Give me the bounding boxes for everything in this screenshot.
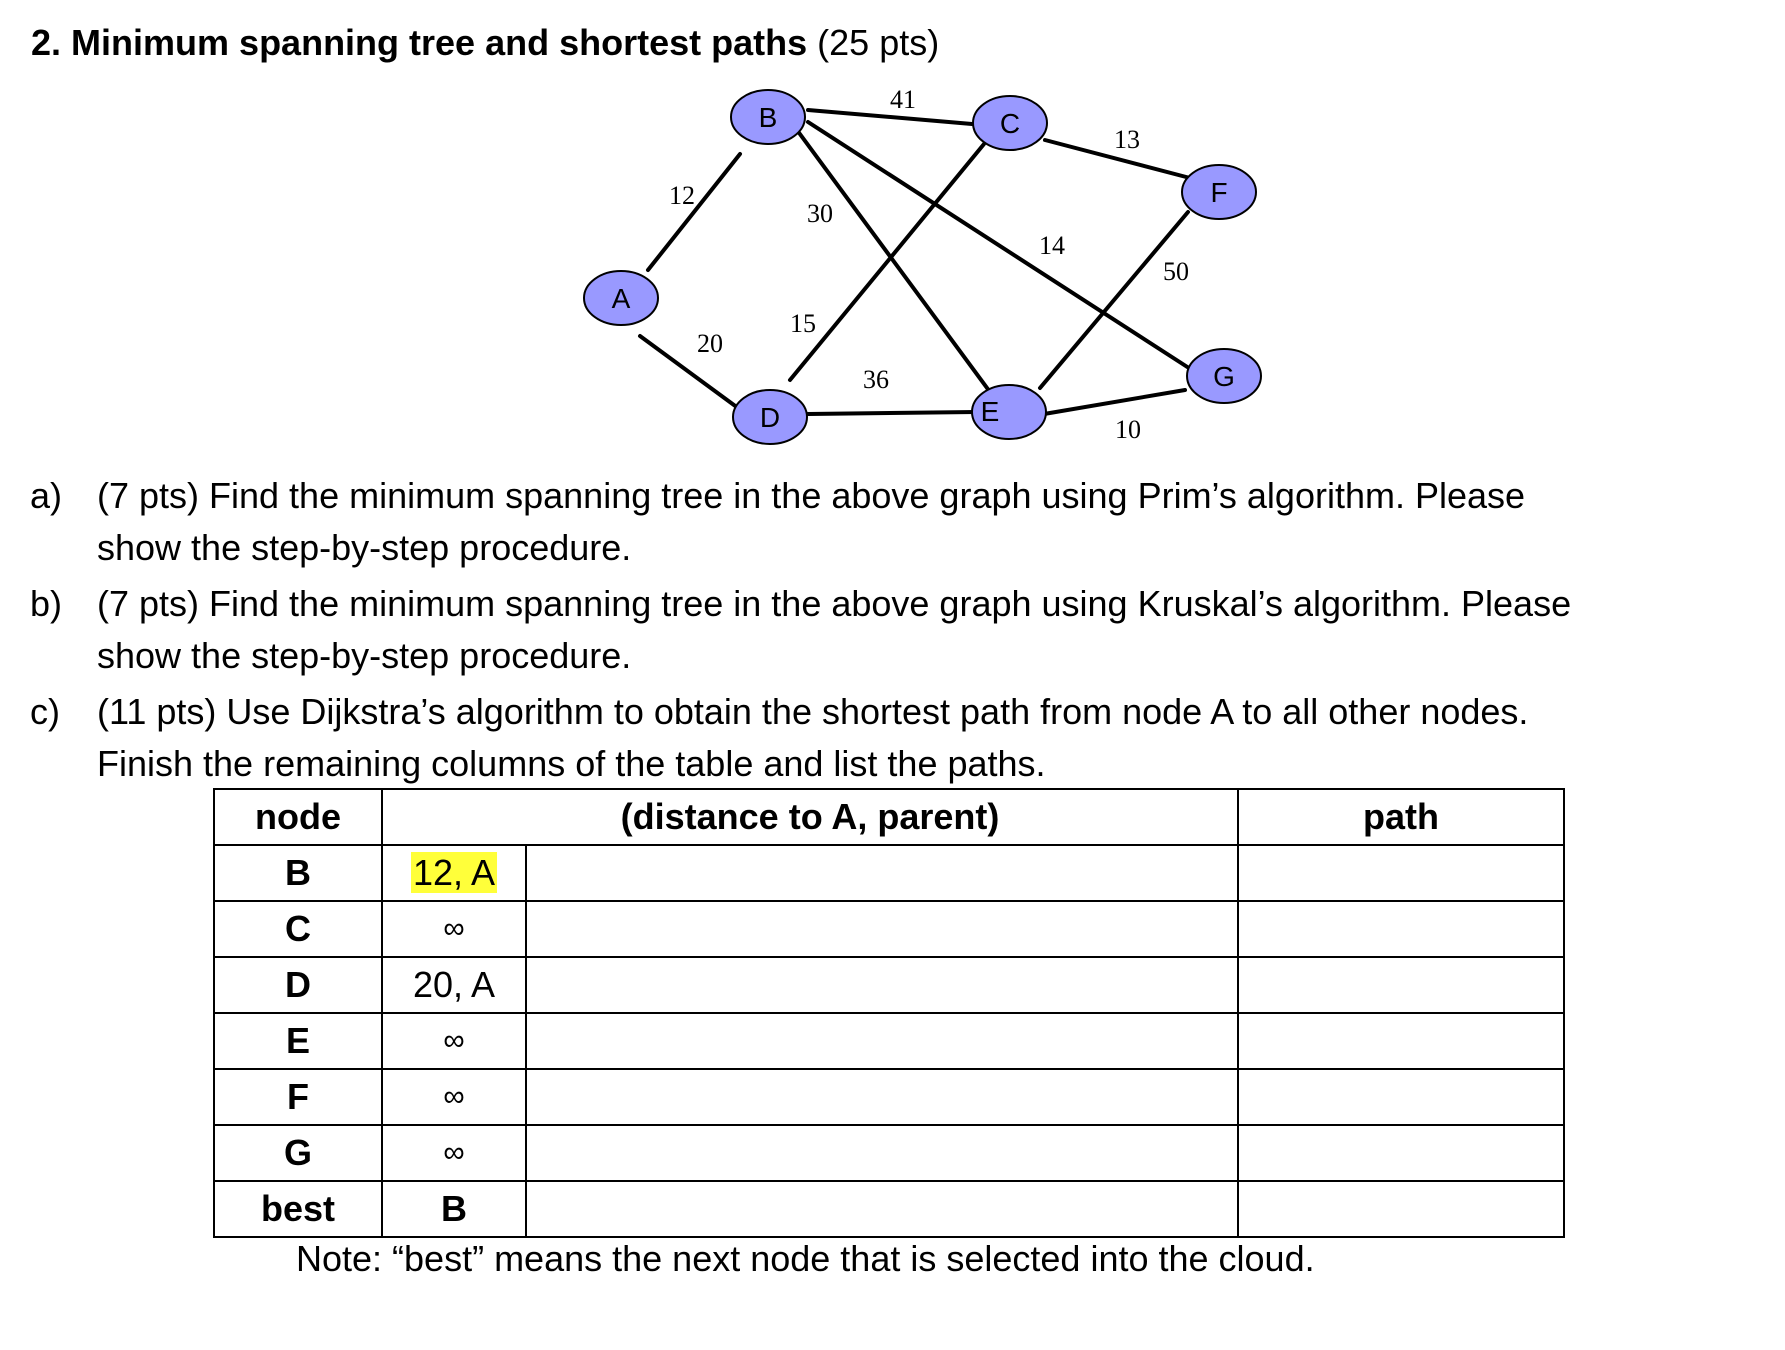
graph-nodes [583, 89, 1262, 445]
edge-a-d [638, 334, 740, 410]
table-row: D 20, A [213, 956, 1566, 1014]
row-node-label: C [213, 900, 383, 958]
graph-edge-labels: 12 20 41 30 14 15 13 36 50 10 [669, 85, 1189, 444]
question-c-line2: Finish the remaining columns of the tabl… [97, 743, 1046, 784]
path-cell[interactable] [1237, 844, 1566, 902]
header-distance: (distance to A, parent) [380, 788, 1240, 846]
question-b-letter: b) [30, 583, 63, 624]
table-row: C ∞ [213, 900, 1566, 958]
row-node-label: B [213, 844, 383, 902]
edge-b-g [806, 120, 1194, 372]
path-cell[interactable] [1237, 1012, 1566, 1070]
step-cell[interactable] [524, 1068, 1240, 1126]
edge-label-c-d: 15 [790, 309, 816, 338]
question-c-body: (11 pts) Use Dijkstra’s algorithm to obt… [97, 686, 1528, 790]
path-cell[interactable] [1237, 1180, 1566, 1238]
question-b-line2: show the step-by-step procedure. [97, 635, 632, 676]
edge-d-e [806, 410, 978, 416]
header-node: node [213, 788, 383, 846]
node-label-d: D [760, 402, 780, 433]
node-label-g: G [1213, 361, 1235, 392]
step-cell[interactable] [524, 900, 1240, 958]
question-a-line2: show the step-by-step procedure. [97, 527, 632, 568]
graph-figure: A B C D E F G 12 20 41 30 14 15 13 36 50… [583, 85, 1262, 445]
graph-edges [638, 108, 1194, 416]
question-a-line1: (7 pts) Find the minimum spanning tree i… [97, 475, 1526, 516]
table-note: Note: “best” means the next node that is… [296, 1238, 1315, 1279]
edge-label-e-f: 50 [1163, 257, 1189, 286]
initial-distance-value: ∞ [381, 1124, 527, 1182]
table-row: E ∞ [213, 1012, 1566, 1070]
table-header-row: node (distance to A, parent) path [213, 788, 1566, 846]
problem-number: 2. [31, 22, 62, 63]
row-node-label: best [213, 1180, 383, 1238]
step-cell[interactable] [524, 1180, 1240, 1238]
path-cell[interactable] [1237, 1068, 1566, 1126]
node-e [971, 384, 1047, 440]
node-b [730, 89, 806, 145]
problem-heading: 2. Minimum spanning tree and shortest pa… [31, 22, 939, 64]
edge-label-b-g: 14 [1039, 231, 1065, 260]
question-a-body: (7 pts) Find the minimum spanning tree i… [97, 470, 1525, 574]
question-c-letter: c) [30, 691, 60, 732]
question-c-line1: (11 pts) Use Dijkstra’s algorithm to obt… [97, 691, 1529, 732]
edge-label-c-f: 13 [1114, 125, 1140, 154]
step-cell[interactable] [524, 1012, 1240, 1070]
path-cell[interactable] [1237, 956, 1566, 1014]
step-cell[interactable] [524, 844, 1240, 902]
best-node-value: B [381, 1180, 527, 1238]
initial-distance-value: ∞ [381, 1068, 527, 1126]
edge-a-b [646, 152, 742, 272]
node-label-f: F [1210, 177, 1227, 208]
initial-distance-value: 20, A [381, 956, 527, 1014]
row-node-label: D [213, 956, 383, 1014]
node-label-e: E [981, 396, 1000, 427]
node-a [583, 270, 659, 326]
dijkstra-table: node (distance to A, parent) path B 12, … [213, 788, 1566, 1238]
edge-e-g [1042, 388, 1187, 416]
edge-e-f [1038, 210, 1190, 390]
row-node-label: E [213, 1012, 383, 1070]
edge-label-a-b: 12 [669, 181, 695, 210]
table-row: G ∞ [213, 1124, 1566, 1182]
initial-distance-value: ∞ [381, 1012, 527, 1070]
row-node-label: F [213, 1068, 383, 1126]
step-cell[interactable] [524, 956, 1240, 1014]
node-g [1186, 348, 1262, 404]
node-label-c: C [1000, 108, 1020, 139]
question-b-body: (7 pts) Find the minimum spanning tree i… [97, 578, 1571, 682]
edge-c-f [1043, 138, 1192, 180]
initial-distance-value: ∞ [381, 900, 527, 958]
table-row: best B [213, 1180, 1566, 1238]
row-node-label: G [213, 1124, 383, 1182]
step-cell[interactable] [524, 1124, 1240, 1182]
edge-label-b-c: 41 [890, 85, 916, 114]
node-c [972, 95, 1048, 151]
node-d [732, 389, 808, 445]
problem-points: (25 pts) [817, 22, 940, 63]
header-path: path [1237, 788, 1566, 846]
node-f [1181, 164, 1257, 220]
initial-distance-cell: 12, A [381, 844, 527, 902]
graph-node-labels: A B C D E F G [612, 102, 1235, 433]
edge-b-c [806, 108, 974, 126]
edge-label-a-d: 20 [697, 329, 723, 358]
edge-label-e-g: 10 [1115, 415, 1141, 444]
node-label-b: B [759, 102, 778, 133]
edge-label-b-e: 30 [807, 199, 833, 228]
table-row: B 12, A [213, 844, 1566, 902]
edge-c-d [788, 142, 986, 382]
question-a-letter: a) [30, 475, 63, 516]
path-cell[interactable] [1237, 1124, 1566, 1182]
question-b-line1: (7 pts) Find the minimum spanning tree i… [97, 583, 1572, 624]
path-cell[interactable] [1237, 900, 1566, 958]
table-row: F ∞ [213, 1068, 1566, 1126]
initial-distance-value: 12, A [410, 852, 498, 893]
node-label-a: A [612, 283, 631, 314]
edge-label-d-e: 36 [863, 365, 889, 394]
problem-title: Minimum spanning tree and shortest paths [71, 22, 808, 63]
